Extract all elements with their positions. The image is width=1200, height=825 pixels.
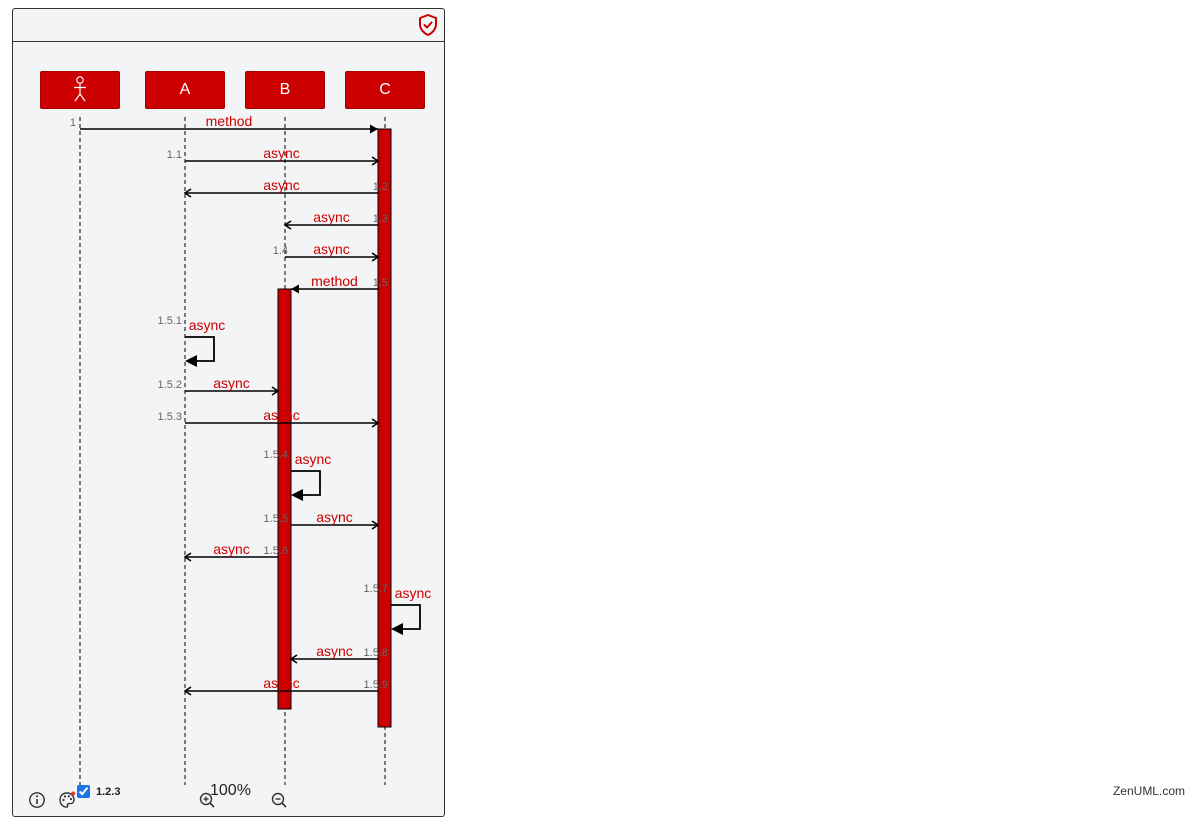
message-1-5[interactable]: method 1.5: [291, 273, 388, 294]
message-label: async: [189, 317, 226, 333]
sequence-number: 1.5.1: [158, 315, 182, 327]
arrowhead: [291, 489, 303, 501]
shield-check-icon[interactable]: [416, 13, 440, 37]
arrowhead: [183, 188, 192, 198]
activation-bar-c: [377, 128, 392, 728]
sequence-number: 1.5.7: [364, 583, 388, 595]
sequence-number: 1.5.8: [364, 647, 388, 659]
participant-label: B: [279, 81, 291, 98]
message-label: async: [263, 145, 300, 161]
numbering-checkbox[interactable]: [77, 785, 90, 798]
message-label: method: [206, 113, 253, 129]
stick-figure-icon: [74, 76, 86, 102]
message-1-5-1[interactable]: async 1.5.1: [158, 315, 226, 367]
sequence-number: 1.5: [373, 277, 388, 289]
arrowhead: [371, 520, 380, 530]
arrowhead: [371, 418, 380, 428]
participant-c[interactable]: C: [345, 71, 425, 109]
arrowhead: [185, 355, 197, 367]
sequence-number: 1.5.5: [264, 513, 288, 525]
zoom-level: 100%: [210, 782, 251, 799]
message-label: async: [395, 585, 432, 601]
participant-label: C: [379, 81, 391, 98]
message-1-5-9[interactable]: async 1.5.9: [183, 675, 388, 696]
footer-toolbar: [13, 785, 444, 815]
activation-bar-b: [277, 288, 292, 710]
participant-actor[interactable]: [40, 71, 120, 109]
message-label: async: [313, 209, 350, 225]
self-message-line: [391, 604, 421, 630]
message-label: method: [311, 273, 358, 289]
message-1-5-5[interactable]: async 1.5.5: [264, 509, 380, 530]
message-1-4[interactable]: async 1.4: [273, 241, 380, 262]
message-label: async: [213, 375, 250, 391]
message-label: async: [213, 541, 250, 557]
arrowhead: [283, 220, 292, 230]
sequence-number: 1.5.9: [364, 679, 388, 691]
sequence-number: 1.5.2: [158, 379, 182, 391]
message-1-2[interactable]: async 1.2: [183, 177, 388, 198]
numbering-label: 1.2.3: [96, 786, 121, 798]
participant-a[interactable]: A: [145, 71, 225, 109]
self-message-line: [291, 470, 321, 496]
zoom-out-icon[interactable]: [270, 791, 288, 809]
message-1[interactable]: method 1: [70, 113, 378, 134]
message-1-5-8[interactable]: async 1.5.8: [289, 643, 388, 664]
sequence-number: 1.5.4: [264, 449, 288, 461]
message-1-1[interactable]: async 1.1: [167, 145, 380, 166]
message-1-5-4[interactable]: async 1.5.4: [264, 449, 332, 501]
arrowhead: [289, 654, 298, 664]
message-label: async: [263, 407, 300, 423]
message-label: async: [295, 451, 332, 467]
message-label: async: [316, 643, 353, 659]
message-label: async: [263, 675, 300, 691]
message-1-5-7[interactable]: async 1.5.7: [364, 583, 432, 635]
message-label: async: [316, 509, 353, 525]
info-icon[interactable]: [28, 791, 46, 809]
sequence-number: 1: [70, 117, 76, 129]
brand-link[interactable]: ZenUML.com: [1112, 784, 1185, 798]
diagram-frame: method 1 async 1.1 async 1.2 async 1.3 async 1.4 m…: [12, 8, 445, 817]
arrowhead: [391, 623, 403, 635]
participant-label: A: [179, 81, 191, 98]
sequence-number: 1.2: [373, 181, 388, 193]
message-1-5-2[interactable]: async 1.5.2: [158, 375, 280, 396]
arrowhead: [183, 552, 192, 562]
arrowhead: [271, 386, 280, 396]
arrowhead: [370, 124, 378, 134]
participant-b[interactable]: B: [245, 71, 325, 109]
sequence-number: 1.5.3: [158, 411, 182, 423]
message-label: async: [313, 241, 350, 257]
message-1-5-3[interactable]: async 1.5.3: [158, 407, 380, 428]
sequence-number: 1.3: [373, 213, 388, 225]
sequence-diagram: method 1 async 1.1 async 1.2 async 1.3 async 1.4 m…: [70, 113, 432, 785]
message-label: async: [263, 177, 300, 193]
message-1-5-6[interactable]: async 1.5.6: [183, 541, 288, 562]
palette-icon[interactable]: [58, 791, 76, 809]
arrowhead: [183, 686, 192, 696]
arrowhead: [371, 252, 380, 262]
self-message-line: [185, 336, 215, 362]
zoom-in-icon[interactable]: [198, 791, 216, 809]
message-1-3[interactable]: async 1.3: [283, 209, 388, 230]
arrowhead: [291, 284, 299, 294]
sequence-number: 1.1: [167, 149, 182, 161]
arrowhead: [371, 156, 380, 166]
sequence-number: 1.4: [273, 245, 288, 257]
title-bar: [13, 9, 444, 42]
sequence-number: 1.5.6: [264, 545, 288, 557]
